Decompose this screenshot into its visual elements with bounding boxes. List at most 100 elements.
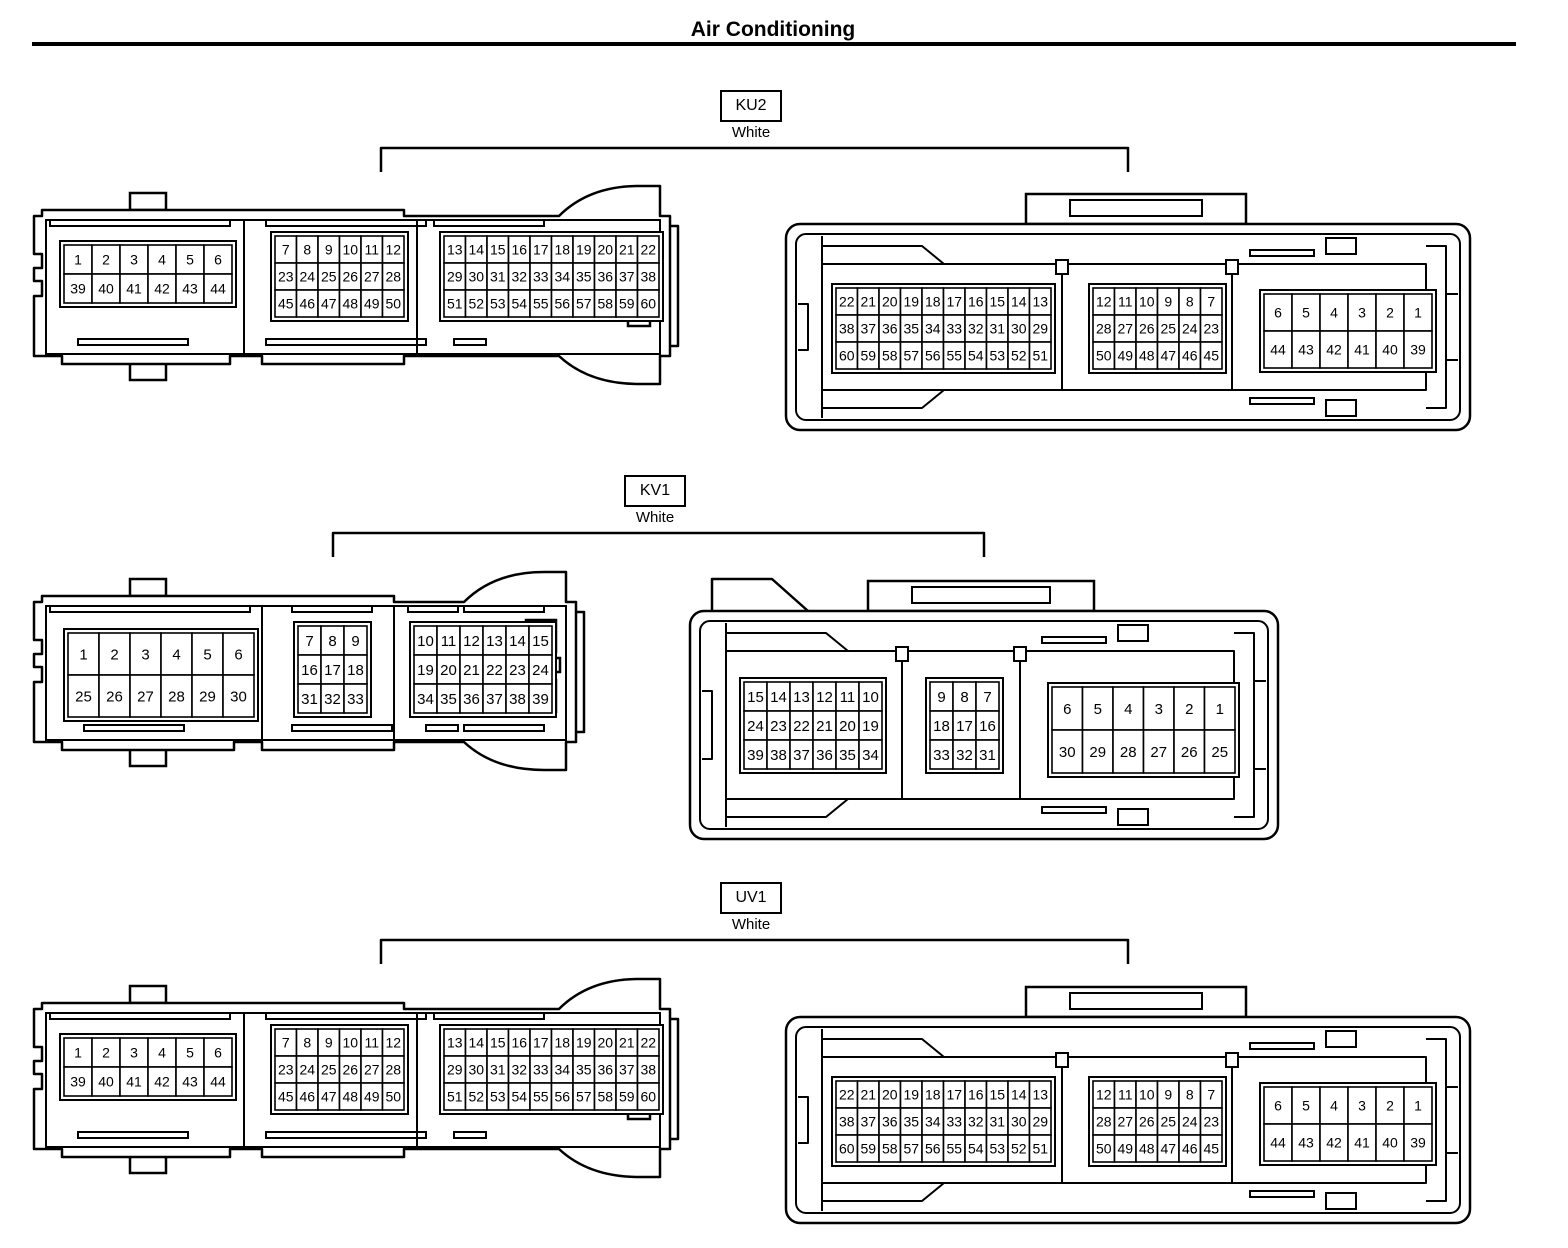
pin-number: 17 [946,294,962,310]
pin-number: 39 [70,1074,86,1090]
pin-number: 10 [417,633,434,650]
pin-number: 38 [640,269,656,285]
pin-number: 36 [597,1062,613,1078]
pin-number: 17 [946,1087,962,1103]
pin-cell [1291,330,1321,369]
pin-cell [858,739,883,770]
pin-number: 53 [490,1089,506,1105]
pin-number: 48 [342,1089,358,1105]
pin-number: 9 [351,633,359,650]
connector-label-uv1: UV1 [720,882,782,914]
pin-number: 16 [511,242,527,258]
housing-bump [1325,399,1357,417]
housing-slot [77,338,189,346]
connector-color-ku2: White [731,124,771,141]
pin-number: 33 [933,747,950,764]
right-wall [1234,632,1255,818]
pin-number: 60 [839,1141,855,1157]
pin-number: 7 [1207,294,1215,310]
pin-cell [1403,330,1433,369]
pin-number: 37 [860,321,876,337]
pin-cell [1403,1123,1433,1162]
pin-cell [1403,1086,1433,1125]
left-notch [702,690,713,760]
title-rule [32,42,1516,46]
pin-number: 5 [1302,305,1310,321]
bracket-ku2 [379,146,1130,172]
pin-cell [1028,1134,1052,1163]
housing-inner-outline [795,1026,1461,1214]
pin-number: 34 [925,1114,941,1130]
pin-number: 53 [989,1141,1005,1157]
pin-number: 50 [385,1089,401,1105]
housing-slot [453,1131,487,1139]
pin-number: 11 [1118,294,1133,310]
pin-number: 26 [1181,744,1198,761]
pin-number: 8 [1186,294,1194,310]
pin-number: 10 [1139,294,1155,310]
pin-number: 20 [597,242,613,258]
housing-slot [49,219,231,227]
pin-number: 38 [839,1114,855,1130]
housing-inner-outline [699,620,1269,830]
housing-slot [83,724,185,732]
pin-number: 18 [925,1087,941,1103]
pin-number: 22 [486,662,503,679]
inner-chamfer [726,798,849,818]
pin-number: 19 [576,242,592,258]
pin-number: 49 [1117,348,1133,364]
housing-inner-outline [795,233,1461,421]
housing-slot [265,338,427,346]
pin-number: 45 [278,1089,294,1105]
pin-number: 24 [1182,1114,1198,1130]
pin-number: 38 [509,691,526,708]
pin-cell [222,632,255,676]
pin-number: 39 [532,691,549,708]
housing-ear [710,577,809,612]
pin-cell [528,683,553,714]
housing-slot [49,605,251,613]
pin-number: 60 [839,348,855,364]
pin-number: 47 [321,1089,337,1105]
pin-number: 14 [468,242,484,258]
pin-number: 8 [1186,1087,1194,1103]
pin-cell [119,244,149,275]
pin-number: 33 [347,691,364,708]
pin-number: 31 [490,269,506,285]
pin-number: 52 [468,296,484,312]
pin-number: 6 [214,252,222,268]
pin-number: 25 [321,269,337,285]
pin-number: 16 [968,1087,984,1103]
pin-number: 15 [532,633,549,650]
pin-number: 33 [533,269,549,285]
pin-number: 58 [882,348,898,364]
pin-number: 14 [1011,1087,1027,1103]
pin-number: 9 [325,1035,333,1051]
pin-number: 14 [468,1035,484,1051]
pin-number: 48 [1139,1141,1155,1157]
pin-number: 34 [925,321,941,337]
pin-number: 35 [440,691,457,708]
pin-cell [381,1082,405,1111]
pin-number: 3 [130,1045,138,1061]
pin-number: 16 [968,294,984,310]
pin-number: 50 [385,296,401,312]
pin-number: 40 [1382,1135,1398,1151]
pin-cell [147,244,177,275]
pin-number: 53 [490,296,506,312]
pin-cell [975,739,1000,770]
pin-number: 29 [447,269,463,285]
pin-number: 7 [282,242,290,258]
pin-number: 23 [1203,321,1219,337]
left-notch [798,1096,809,1144]
pin-number: 55 [946,348,962,364]
pin-number: 6 [1274,1098,1282,1114]
pin-number: 29 [1032,1114,1048,1130]
pin-number: 20 [882,294,898,310]
pin-cell [1319,1123,1349,1162]
pin-number: 44 [1270,342,1286,358]
pin-number: 8 [303,1035,311,1051]
pin-number: 1 [1414,1098,1422,1114]
